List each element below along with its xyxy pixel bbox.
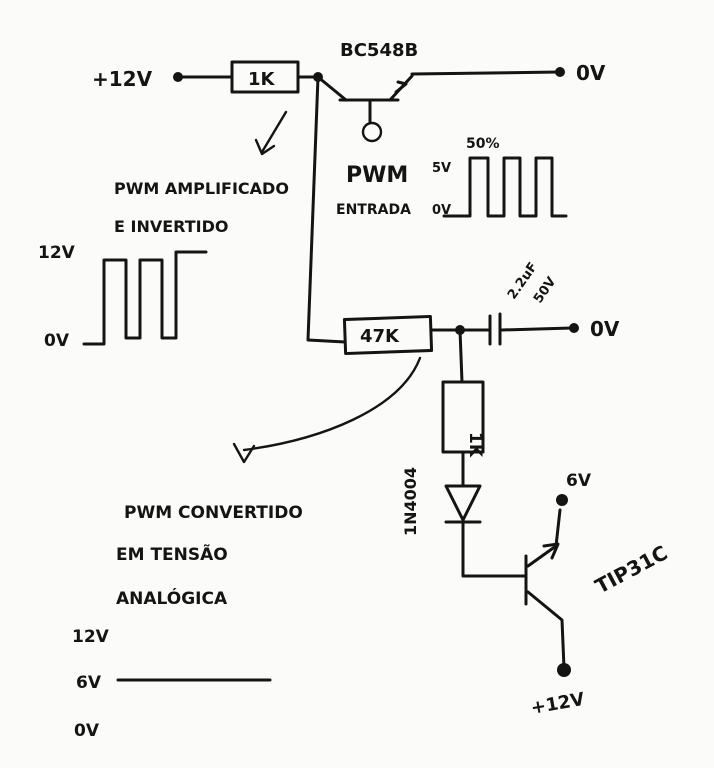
pwm-input-waveform [442,156,568,218]
ground-mid-terminal [569,323,579,333]
diode-triangle [444,484,482,522]
pwm-amp-waveform [82,250,208,346]
label-amp-low: 0V [44,331,70,351]
ground-top-terminal [555,67,565,77]
label-level-12: 12V [72,627,110,647]
pointer-curve-mid [242,356,422,452]
label-pwm-input-1: PWM [346,163,408,188]
label-capacitor-2: 50V [531,275,559,307]
out-12v-terminal [557,663,571,677]
label-resistor-low: 1K [465,432,485,458]
out-6v-terminal [556,494,568,506]
label-diode: 1N4004 [401,467,420,536]
resistor-47k [342,315,434,355]
label-amp-1: PWM AMPLIFICADO [114,179,289,198]
pointer-arrowhead-top [254,138,276,156]
label-transistor-top: BC548B [340,40,418,61]
label-conv-1: PWM CONVERTIDO [124,503,303,523]
label-amp-2: E INVERTIDO [114,217,229,236]
bc548-arrow [394,80,408,94]
wire-cap-to-ground [500,326,574,332]
label-ground-mid: 0V [590,317,620,341]
label-amp-high: 12V [38,243,76,263]
label-level-0: 0V [74,721,100,741]
label-resistor-mid: 47K [360,326,400,347]
label-ground-top: 0V [576,61,606,85]
label-pwm-high: 5V [432,161,451,176]
wire-to-ground-top [410,70,562,76]
pwm-input-terminal [361,121,383,143]
wire-node-to-r47k [306,75,347,344]
label-supply-top: +12V [92,67,153,91]
wire-diode-to-base [461,520,526,578]
label-resistor-top: 1K [248,69,276,90]
label-pwm-input-2: ENTRADA [336,202,411,218]
wire-tip-to-6v [554,508,562,548]
label-out-top: 6V [566,471,592,491]
label-conv-2: EM TENSÃO [116,542,228,565]
pointer-arrowhead-mid [232,442,256,464]
label-conv-3: ANALÓGICA [116,587,228,609]
label-pwm-low: 0V [432,203,451,218]
wire-node-to-r1k-low [458,328,464,384]
label-transistor-out: TIP31C [591,540,671,598]
label-pwm-duty: 50% [466,136,500,152]
bc548-collector [316,75,348,102]
label-out-bottom: +12V [529,689,586,719]
tip31c-arrow [542,542,560,560]
label-level-6: 6V [76,673,102,693]
tip31c-upper-lead [526,544,558,568]
tip31c-lower-lead [526,590,566,670]
pointer-arrow-top [260,110,288,154]
